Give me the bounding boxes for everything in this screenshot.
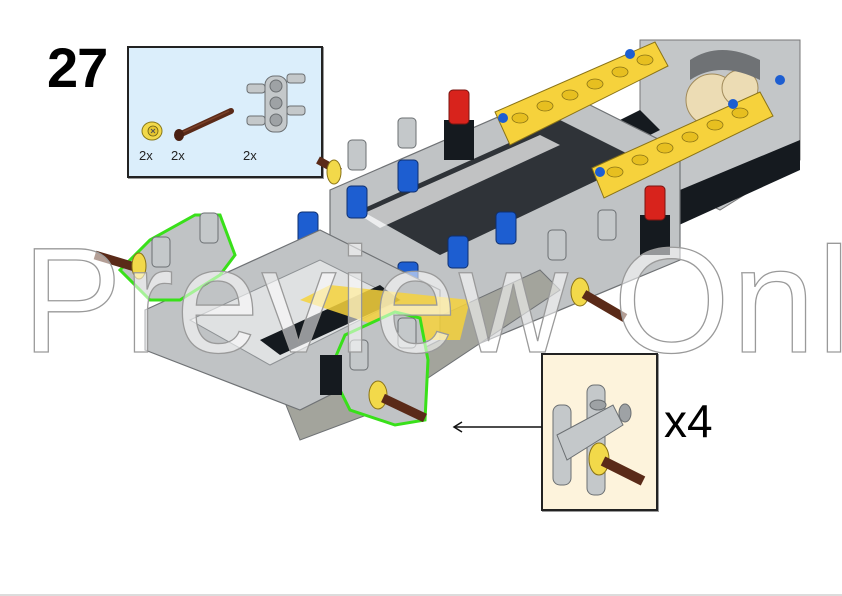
brown-axle-icon <box>174 108 234 141</box>
axle-with-bush <box>368 380 427 423</box>
subassembly-callout <box>541 353 658 511</box>
part-qty: 2x <box>139 148 153 163</box>
part-qty: 2x <box>171 148 185 163</box>
axle-with-bush <box>570 277 628 322</box>
yellow-beam <box>494 41 669 146</box>
red-pin <box>640 185 670 255</box>
parts-list-box: 2x 2x 2x <box>127 46 323 178</box>
cross-block-subassembly-icon <box>552 384 646 496</box>
part-qty: 2x <box>243 148 257 163</box>
red-pin <box>444 89 474 160</box>
axle-with-bush <box>93 250 147 280</box>
subassembly-multiplier: x4 <box>664 395 713 447</box>
page-bottom-divider <box>0 594 842 596</box>
grey-cross-block-icon <box>246 73 306 133</box>
yellow-beam <box>591 75 785 199</box>
step-number: 27 <box>47 36 108 99</box>
arrow-left-icon <box>452 421 542 433</box>
yellow-bush-icon <box>141 121 163 141</box>
